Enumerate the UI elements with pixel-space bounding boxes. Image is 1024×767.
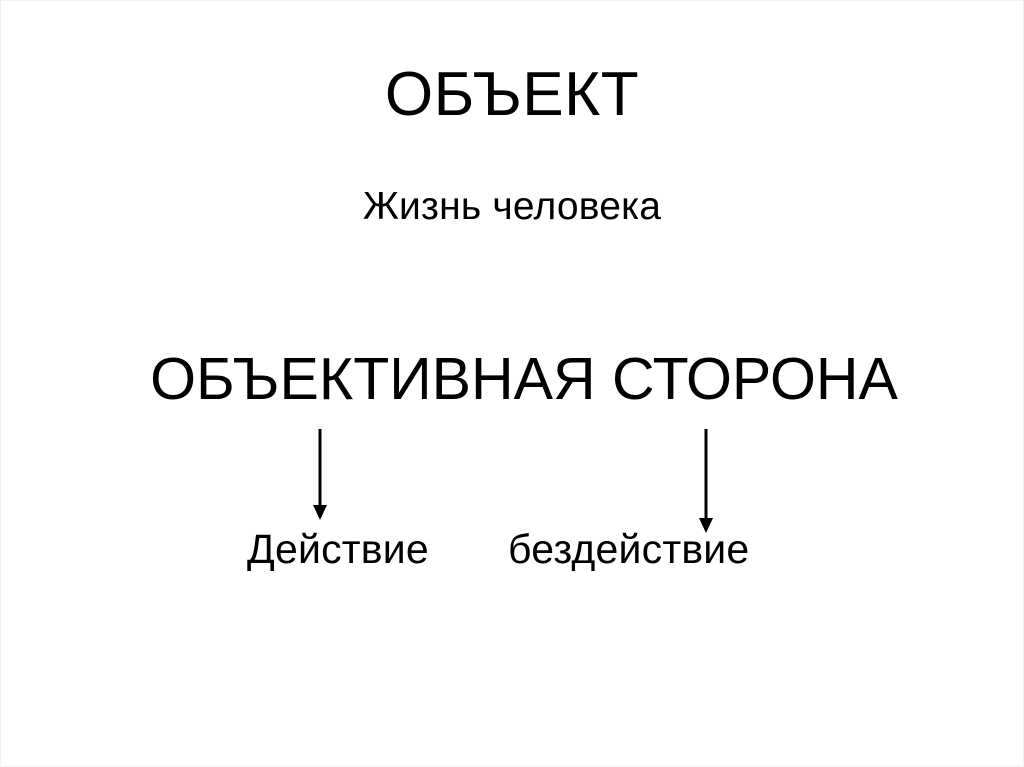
branch-label-inaction: бездействие [508,526,750,572]
down-arrow-icon [307,425,333,523]
subtitle-text: Жизнь человека [362,185,662,228]
branch-label-action: Действие [247,526,429,572]
page-title: ОБЪЕКТ [384,60,640,129]
down-arrow-icon [693,425,719,537]
section-heading-objective-side: ОБЪЕКТИВНАЯ СТОРОНА [150,346,898,412]
